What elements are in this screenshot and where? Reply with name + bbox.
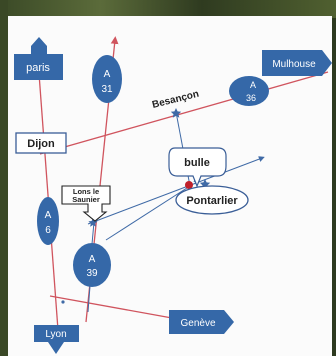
route-a39-lyon [87,285,91,313]
route-lons-a39 [91,221,95,245]
star-marker-lons [88,218,98,227]
a31-number: 31 [101,84,113,95]
road-network [37,36,329,331]
junction-marker-pontarlier [185,181,193,189]
lyon-sign: Lyon [34,325,79,354]
pontarlier-ellipse [175,185,249,215]
lons-label-line2: Saunier [72,195,100,204]
bulle-label: bulle [184,157,210,169]
a39-ellipse [73,243,111,287]
star-marker-besancon [170,108,182,118]
a6-motorway-badge: A 6 [37,197,59,245]
a36-motorway-badge: A 36 [229,76,269,106]
a31-ellipse [92,55,122,103]
road-paris-lyon [37,59,59,331]
route-lines [87,111,265,313]
a39-motorway-badge: A 39 [73,243,111,287]
a31-motorway-badge: A 31 [92,55,122,103]
geneve-sign: Genève [169,310,234,334]
mulhouse-sign: Mulhouse [262,50,332,76]
a6-letter: A [45,210,52,221]
bulle-callout: bulle [168,147,227,188]
road-dijon-mulhouse [39,71,329,155]
besancon-label: Besançon [151,89,200,111]
pontarlier-node: Pontarlier [175,185,249,215]
lyon-label: Lyon [45,329,66,340]
lons-le-saunier-sign: Lons le Saunier [61,185,111,222]
a6-number: 6 [45,225,51,236]
a36-ellipse [229,76,269,106]
paris-sign: paris [14,37,63,80]
lyon-sign-shape [34,325,79,354]
a39-letter: A [89,254,96,265]
a31-letter: A [104,69,111,80]
dijon-box: Dijon [15,132,67,154]
route-pontarlier-south [105,185,191,241]
a39-number: 39 [86,268,98,279]
a36-number: 36 [246,93,256,103]
mulhouse-sign-shape [262,50,332,76]
road-lyon-geneve [49,295,173,319]
photo-frame-edge-left [0,0,8,356]
dijon-box-frame [15,132,67,154]
a6-ellipse [37,197,59,245]
pontarlier-label: Pontarlier [186,195,238,207]
bulle-callout-shape [168,147,227,188]
paris-label: paris [26,62,50,74]
paris-sign-shape [14,37,63,80]
lons-box-frame [61,185,111,222]
route-lons-east [87,156,265,225]
geneve-sign-shape [169,310,234,334]
a36-letter: A [250,80,256,90]
dijon-label: Dijon [27,138,55,150]
dot-marker-geneve [61,300,65,304]
photo-frame-edge [0,0,336,18]
mulhouse-label: Mulhouse [272,59,316,70]
geneve-label: Genève [180,318,215,329]
lons-label-line1: Lons le [73,187,99,196]
